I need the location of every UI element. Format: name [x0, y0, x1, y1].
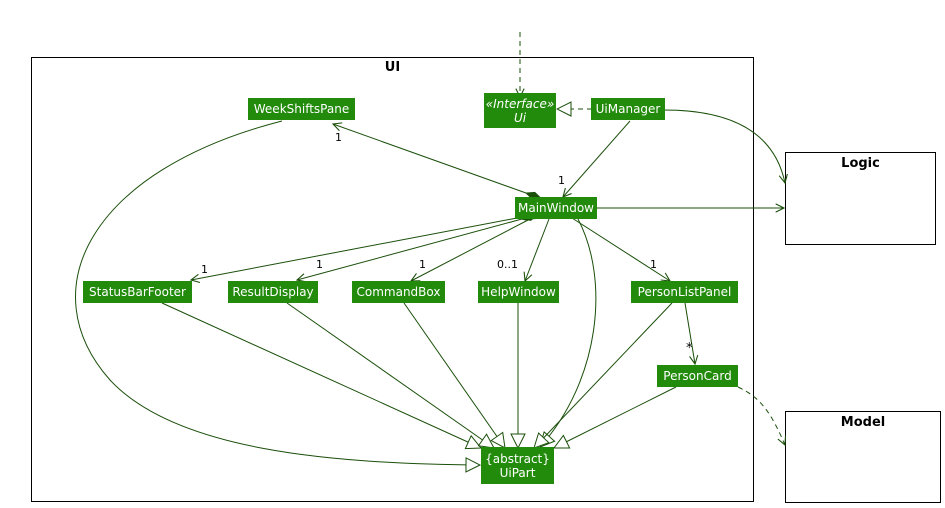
personcard-uipart-edge	[554, 386, 677, 448]
personcard-model-edge	[737, 386, 785, 445]
resultdisplay-uipart-edge	[286, 302, 494, 448]
mult-person-list-panel: 1	[650, 258, 657, 271]
uimanager-logic-edge	[663, 109, 785, 183]
class-ui-part-name: UiPart	[499, 465, 536, 480]
class-person-card-label: PersonCard	[663, 369, 732, 383]
mult-command-box: 1	[419, 258, 426, 271]
logic-package-title: Logic	[841, 156, 880, 171]
mult-week-shifts-pane: 1	[335, 131, 342, 144]
class-ui-part-stereotype: {abstract}	[485, 451, 550, 466]
model-package-title: Model	[840, 415, 886, 430]
class-status-bar-footer-label: StatusBarFooter	[89, 285, 186, 299]
mainwindow-personlistpanel-edge	[572, 218, 670, 281]
class-command-box: CommandBox	[352, 281, 445, 303]
class-help-window-label: HelpWindow	[481, 285, 556, 299]
mainwindow-helpwindow-edge	[525, 218, 550, 281]
personlistpanel-uipart-edge	[534, 302, 673, 448]
interface-ui-stereotype: «Interface»	[485, 96, 555, 111]
class-result-display: ResultDisplay	[228, 281, 318, 303]
class-ui-part: {abstract} UiPart	[481, 447, 554, 484]
class-help-window: HelpWindow	[478, 281, 559, 303]
ui-package-title: UI	[384, 60, 401, 75]
mainwindow-resultdisplay-edge	[297, 219, 522, 280]
personlistpanel-personcard-edge	[684, 302, 695, 364]
class-person-card: PersonCard	[657, 365, 738, 387]
model-package: Model	[785, 411, 941, 503]
mainwindow-commandbox-edge	[411, 219, 530, 281]
commandbox-uipart-edge	[403, 302, 505, 448]
class-result-display-label: ResultDisplay	[232, 285, 314, 299]
mainwindow-statusbarfooter-edge	[191, 218, 517, 280]
mult-help-window: 0..1	[497, 258, 518, 271]
mult-person-card: *	[686, 341, 693, 356]
class-command-box-label: CommandBox	[356, 285, 441, 299]
class-status-bar-footer: StatusBarFooter	[83, 281, 192, 303]
interface-ui-name: Ui	[513, 110, 527, 125]
class-ui-manager: UiManager	[591, 98, 665, 120]
uimanager-mainwindow-edge	[563, 120, 631, 197]
statusbarfooter-uipart-edge	[161, 302, 481, 448]
mult-status-bar-footer: 1	[201, 263, 208, 276]
mult-main-window: 1	[558, 174, 565, 187]
mult-result-display: 1	[316, 258, 323, 271]
mainwindow-weekshiftspane-edge	[333, 124, 526, 193]
logic-package: Logic	[785, 152, 936, 245]
class-main-window: MainWindow	[515, 197, 597, 219]
class-person-list-panel-label: PersonListPanel	[637, 285, 732, 299]
class-ui-manager-label: UiManager	[595, 102, 661, 116]
class-week-shifts-pane: WeekShiftsPane	[248, 98, 355, 120]
class-person-list-panel: PersonListPanel	[631, 281, 738, 303]
class-week-shifts-pane-label: WeekShiftsPane	[253, 102, 350, 116]
weekshiftspane-uipart-edge	[75, 120, 480, 465]
interface-ui: «Interface» Ui	[484, 93, 556, 128]
class-main-window-label: MainWindow	[518, 201, 594, 215]
